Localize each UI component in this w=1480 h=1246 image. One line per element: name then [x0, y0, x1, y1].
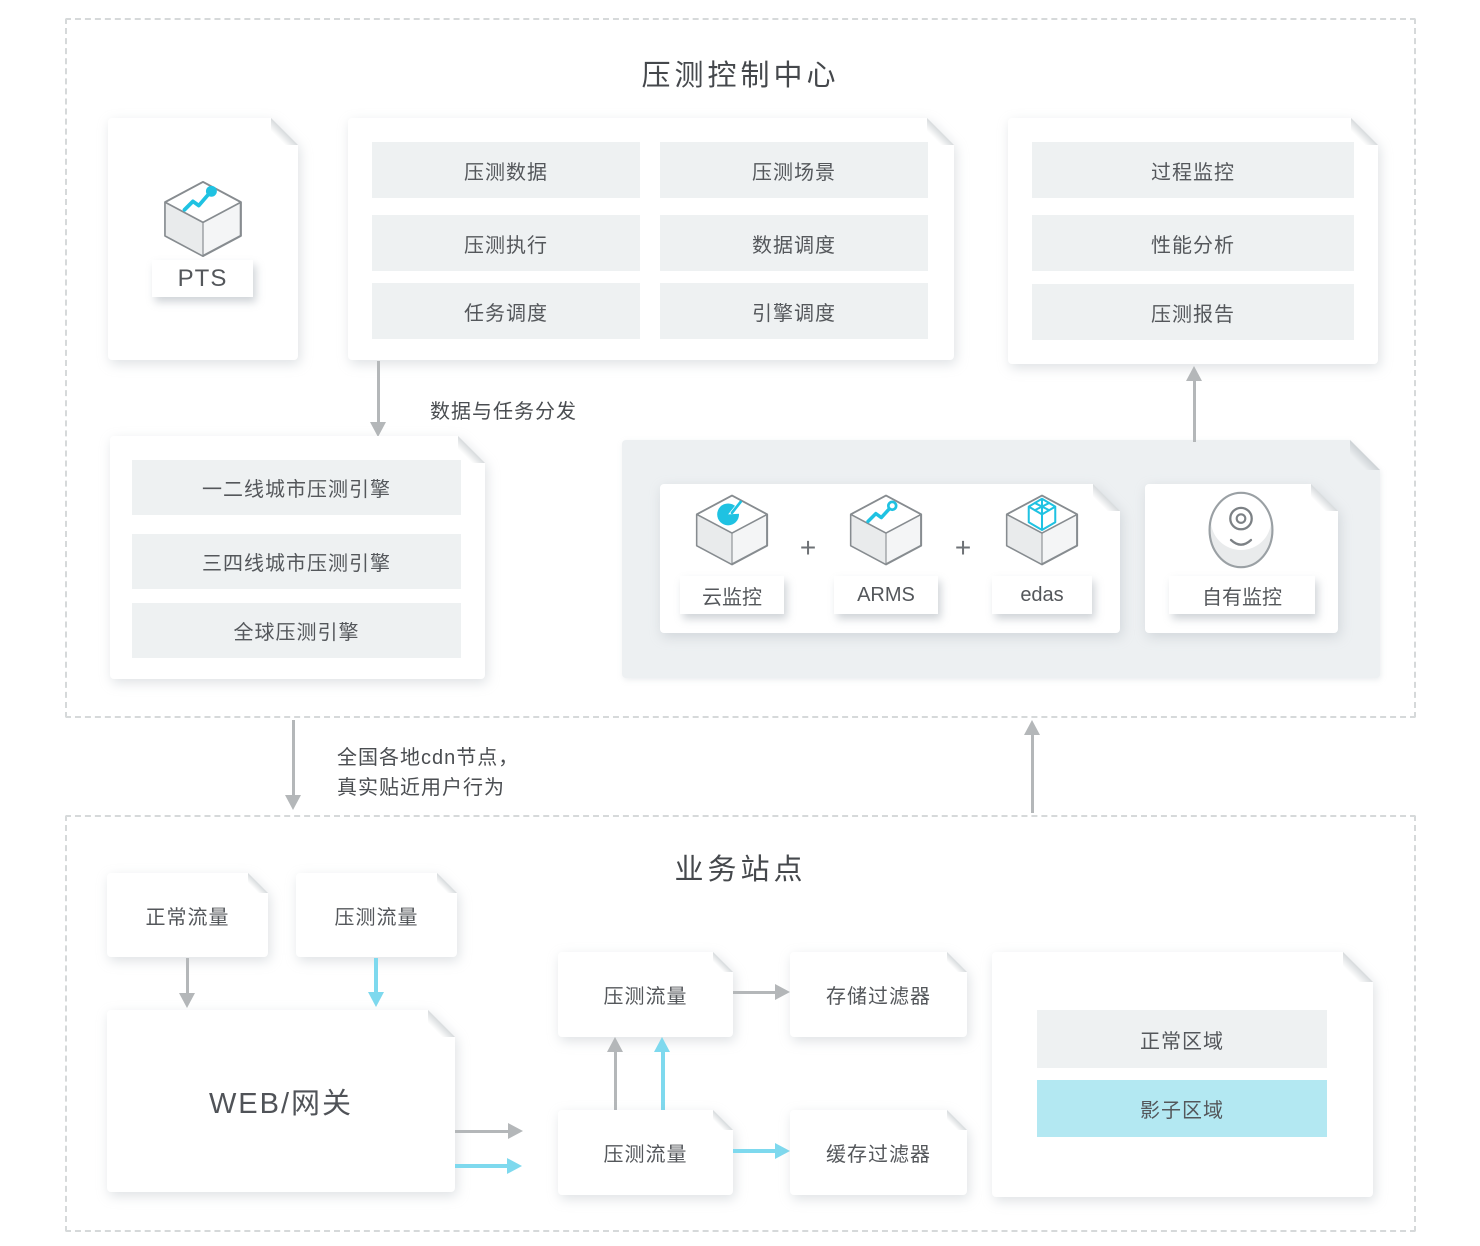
flow-up-gray-head	[607, 1037, 623, 1052]
cdn-arrow-shaft	[292, 720, 295, 796]
panel-to-report-arrow-head	[1186, 366, 1202, 381]
monitoring-card: 过程监控 性能分析 压测报告	[1008, 118, 1378, 364]
monitor-panel: 云监控 + ARMS +	[622, 440, 1380, 678]
flow-up-blue-head	[654, 1037, 670, 1052]
load-traffic-label: 压测流量	[334, 906, 419, 929]
engine-tier34: 三四线城市压测引擎	[132, 534, 461, 589]
web-out-gray-head	[508, 1123, 523, 1139]
cache-filter-label: 缓存过滤器	[826, 1144, 931, 1166]
normal-traffic-card: 正常流量	[107, 873, 268, 957]
flow-up-gray-shaft	[614, 1051, 617, 1110]
load-flow-top-label: 压测流量	[603, 986, 688, 1008]
monitor-process: 过程监控	[1032, 142, 1354, 198]
load-flow-bottom-label: 压测流量	[603, 1144, 688, 1166]
normal-traffic-arrow-shaft	[186, 958, 189, 994]
module-task-schedule: 任务调度	[372, 283, 640, 339]
normal-traffic-arrow-head	[179, 993, 195, 1008]
site-to-panel-arrow-head	[1024, 720, 1040, 735]
plus-sign: +	[799, 532, 817, 563]
cdn-note-line1: 全国各地cdn节点，	[337, 747, 520, 769]
arms-cube-icon	[847, 494, 925, 566]
web-gateway-card: WEB/网关	[107, 1010, 455, 1192]
to-storage-head	[775, 984, 790, 1000]
panel-to-report-arrow-shaft	[1193, 380, 1196, 442]
dispatch-label: 数据与任务分发	[430, 401, 577, 423]
engine-tier12: 一二线城市压测引擎	[132, 460, 461, 515]
engines-card: 一二线城市压测引擎 三四线城市压测引擎 全球压测引擎	[110, 436, 485, 679]
dispatch-arrow-shaft	[377, 361, 380, 422]
cache-filter-card: 缓存过滤器	[790, 1110, 967, 1195]
web-gateway-label: WEB/网关	[208, 1088, 354, 1120]
shadow-zone-button: 影子区域	[1037, 1080, 1327, 1137]
normal-traffic-label: 正常流量	[145, 906, 230, 929]
cdn-arrow-head	[285, 795, 301, 810]
cloud-monitor-cube-icon	[693, 494, 771, 566]
to-storage-shaft	[733, 991, 775, 994]
web-out-blue-head	[507, 1158, 522, 1174]
pts-label: PTS	[152, 260, 253, 297]
webcam-icon	[1205, 490, 1277, 570]
edas-cube-icon	[1003, 494, 1081, 566]
own-monitoring-label: 自有监控	[1169, 576, 1315, 614]
load-traffic-arrow-head	[368, 992, 384, 1007]
load-flow-top-card: 压测流量	[558, 952, 733, 1037]
dispatch-arrow-head	[370, 422, 386, 437]
module-data-schedule: 数据调度	[660, 215, 928, 271]
business-site-title: 业务站点	[674, 854, 807, 886]
load-traffic-arrow-shaft	[374, 958, 378, 993]
module-load-data: 压测数据	[372, 142, 640, 198]
monitor-report: 压测报告	[1032, 284, 1354, 340]
load-traffic-card: 压测流量	[296, 873, 457, 957]
cdn-note-line2: 真实贴近用户行为	[337, 777, 505, 799]
zones-card: 正常区域 影子区域	[992, 952, 1373, 1197]
control-center-section	[65, 18, 1416, 718]
engine-global: 全球压测引擎	[132, 603, 461, 658]
load-flow-bottom-card: 压测流量	[558, 1110, 733, 1195]
to-cache-shaft	[733, 1149, 775, 1153]
web-out-blue-shaft	[455, 1164, 507, 1168]
pts-card: PTS	[108, 118, 298, 360]
control-center-title: 压测控制中心	[641, 60, 840, 92]
web-out-gray-shaft	[455, 1130, 508, 1133]
cloud-products-card: 云监控 + ARMS +	[660, 484, 1120, 633]
normal-zone-button: 正常区域	[1037, 1010, 1327, 1068]
site-to-panel-arrow-shaft	[1031, 734, 1034, 813]
cloud-monitor-label: 云监控	[680, 576, 784, 614]
pts-cube-icon	[161, 180, 245, 258]
storage-filter-card: 存储过滤器	[790, 952, 967, 1037]
edas-label: edas	[992, 576, 1092, 614]
module-load-scene: 压测场景	[660, 142, 928, 198]
control-modules-card: 压测数据 压测场景 压测执行 数据调度 任务调度 引擎调度	[348, 118, 954, 360]
own-monitoring-card: 自有监控	[1145, 484, 1338, 633]
module-engine-schedule: 引擎调度	[660, 283, 928, 339]
storage-filter-label: 存储过滤器	[826, 986, 931, 1008]
flow-up-blue-shaft	[661, 1051, 665, 1110]
monitor-analysis: 性能分析	[1032, 215, 1354, 271]
module-load-execute: 压测执行	[372, 215, 640, 271]
business-site-section	[65, 815, 1416, 1232]
plus-sign: +	[954, 532, 972, 563]
to-cache-head	[775, 1143, 790, 1159]
arms-label: ARMS	[834, 576, 938, 614]
